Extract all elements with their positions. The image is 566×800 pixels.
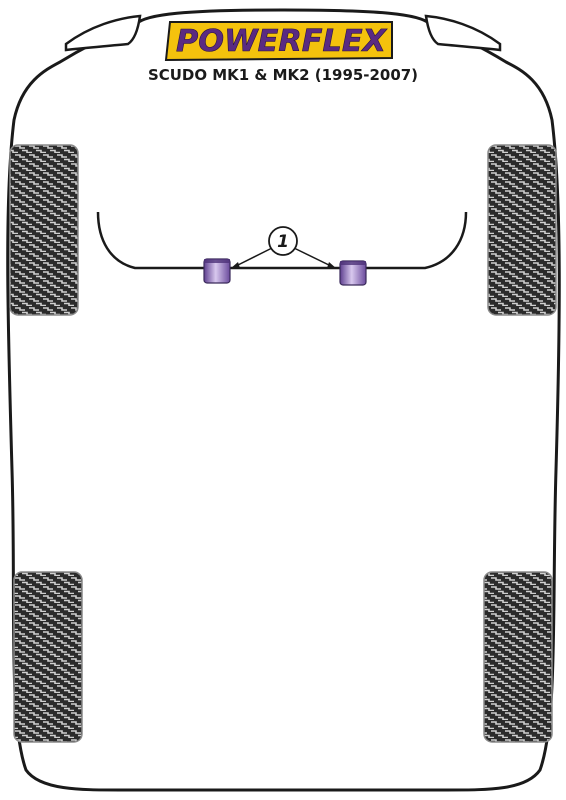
rear-left-wheel — [13, 571, 83, 743]
callout-line-left — [233, 247, 273, 268]
front-left-wheel — [9, 144, 79, 316]
arrowhead-left — [230, 262, 240, 269]
model-title: SCUDO MK1 & MK2 (1995-2007) — [148, 66, 418, 84]
powerflex-logo: POWERFLEX — [164, 21, 393, 62]
part-number-circle — [268, 226, 298, 256]
bush-left — [203, 258, 231, 284]
front-right-wheel — [487, 144, 557, 316]
right-headlight-outline — [424, 14, 502, 52]
callout-line-right — [293, 247, 334, 268]
part-number-label: 1 — [277, 232, 289, 252]
rear-right-wheel — [483, 571, 553, 743]
bush-right — [339, 260, 367, 286]
left-headlight-outline — [64, 14, 142, 52]
anti-roll-bar — [96, 211, 468, 270]
car-body-outline — [6, 8, 561, 792]
logo-text: POWERFLEX — [176, 24, 388, 59]
arrowhead-right — [327, 262, 337, 269]
